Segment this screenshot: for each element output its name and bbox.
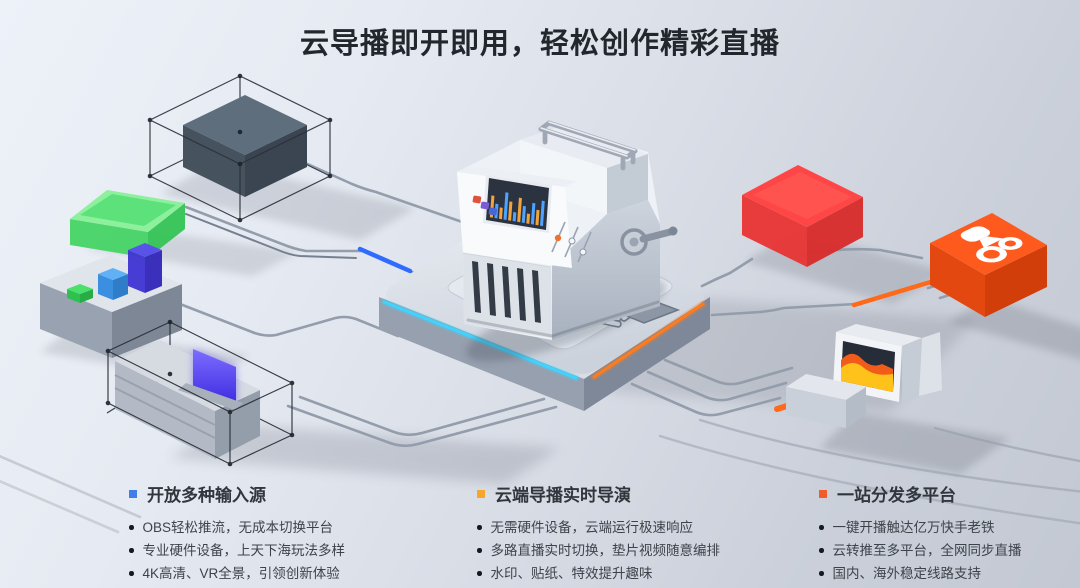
feature-item: 云转推至多平台，全网同步直播 bbox=[819, 542, 1080, 559]
source-console bbox=[114, 340, 260, 459]
feature-bullet-square bbox=[129, 489, 137, 498]
item-dot bbox=[819, 548, 824, 553]
feature-list: OBS轻松推流，无成本切换平台 专业硬件设备，上天下海玩法多样 4K高清、VR全… bbox=[129, 519, 459, 582]
feature-item: 国内、海外稳定线路支持 bbox=[819, 565, 1080, 582]
kuaishou-logo-icon bbox=[960, 226, 1023, 263]
screen-bar-chart bbox=[489, 192, 545, 227]
orange-cable-segment bbox=[851, 275, 947, 308]
feature-item: OBS轻松推流，无成本切换平台 bbox=[129, 519, 459, 536]
feature-bullet-square bbox=[819, 489, 827, 498]
feature-heading: 云端导播实时导演 bbox=[477, 481, 807, 506]
page-title: 云导播即开即用，轻松创作精彩直播 bbox=[299, 28, 780, 60]
feature-heading: 一站分发多平台 bbox=[819, 481, 1080, 506]
output-cables bbox=[630, 247, 1080, 525]
feature-heading: 开放多种输入源 bbox=[129, 481, 459, 506]
feature-list: 无需硬件设备，云端运行极速响应 多路直播实时切换，垫片视频随意编排 水印、贴纸、… bbox=[477, 519, 807, 582]
output-monitor bbox=[786, 324, 942, 428]
source-dark-box bbox=[183, 95, 307, 197]
machine-crank bbox=[620, 226, 678, 256]
vent-slats bbox=[472, 261, 541, 323]
item-dot bbox=[129, 571, 134, 576]
source-green-box bbox=[70, 190, 185, 258]
cube-blue bbox=[98, 268, 128, 300]
platform-glow-orange bbox=[592, 302, 705, 379]
wireframe-box-bottom-left-front bbox=[105, 319, 295, 467]
feature-item: 多路直播实时切换，垫片视频随意编排 bbox=[477, 542, 807, 559]
item-dot bbox=[819, 571, 824, 576]
machine-buttons bbox=[472, 195, 498, 216]
slider-knob-orange bbox=[554, 234, 562, 242]
feature-item: 4K高清、VR全景，引领创新体验 bbox=[129, 565, 459, 582]
feature-item: 一键开播触达亿万快手老铁 bbox=[819, 519, 1080, 536]
source-cube-chart bbox=[40, 243, 182, 358]
feature-item: 无需硬件设备，云端运行极速响应 bbox=[477, 519, 807, 536]
item-dot bbox=[477, 571, 482, 576]
wireframe-box-top-left-front bbox=[147, 73, 333, 223]
cube-indigo bbox=[128, 243, 162, 293]
item-dot bbox=[477, 525, 482, 530]
monitor-screen bbox=[841, 341, 895, 392]
feature-column-inputs: 开放多种输入源 OBS轻松推流，无成本切换平台 专业硬件设备，上天下海玩法多样 … bbox=[129, 481, 459, 588]
item-dot bbox=[819, 525, 824, 530]
blue-cable-segment bbox=[357, 246, 413, 274]
machine-sliders bbox=[551, 221, 592, 263]
feature-heading-text: 云端导播实时导演 bbox=[495, 486, 631, 505]
feature-list: 一键开播触达亿万快手老铁 云转推至多平台，全网同步直播 国内、海外稳定线路支持 bbox=[819, 519, 1080, 582]
feature-column-distribution: 一站分发多平台 一键开播触达亿万快手老铁 云转推至多平台，全网同步直播 国内、海… bbox=[819, 481, 1080, 588]
feature-heading-text: 一站分发多平台 bbox=[837, 486, 956, 505]
machine-handle bbox=[538, 120, 638, 171]
feature-item: 专业硬件设备，上天下海玩法多样 bbox=[129, 542, 459, 559]
output-kuaishou-box bbox=[930, 213, 1047, 317]
cube-green bbox=[67, 284, 93, 303]
feature-heading-text: 开放多种输入源 bbox=[147, 486, 266, 505]
feature-bullet-square bbox=[477, 489, 485, 498]
feature-item: 水印、贴纸、特效提升趣味 bbox=[477, 565, 807, 582]
feature-column-cloud-directing: 云端导播实时导演 无需硬件设备，云端运行极速响应 多路直播实时切换，垫片视频随意… bbox=[477, 481, 807, 588]
machine-screen bbox=[483, 175, 552, 233]
central-machine bbox=[457, 120, 681, 340]
output-red-box bbox=[742, 165, 863, 267]
item-dot bbox=[129, 548, 134, 553]
item-dot bbox=[129, 525, 134, 530]
item-dot bbox=[477, 548, 482, 553]
